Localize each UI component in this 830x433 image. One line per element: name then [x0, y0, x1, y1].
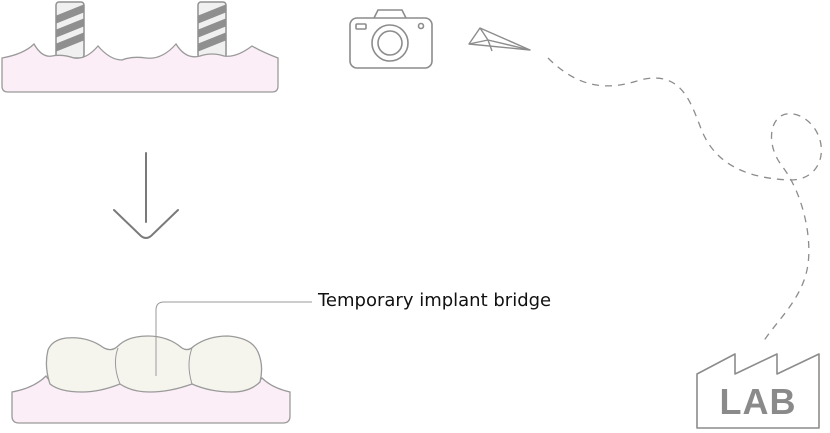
temporary-bridge	[45, 335, 263, 393]
callout-leader-line	[155, 301, 312, 376]
lab-label: LAB	[720, 381, 797, 422]
implant-post-right	[197, 1, 227, 59]
bridge-gum-model	[11, 335, 291, 424]
paper-plane-icon	[468, 27, 531, 52]
callout-label: Temporary implant bridge	[318, 290, 552, 311]
gum-top	[1, 42, 279, 93]
lab-factory-icon: LAB	[696, 353, 820, 429]
flight-path	[547, 57, 822, 345]
implant-post-left	[55, 1, 85, 59]
camera-icon	[349, 9, 433, 69]
arrow-down-icon	[113, 152, 179, 239]
bridge-seam-left	[114, 347, 121, 385]
implant-gum-model	[1, 1, 279, 93]
bridge-seam-right	[188, 347, 193, 385]
